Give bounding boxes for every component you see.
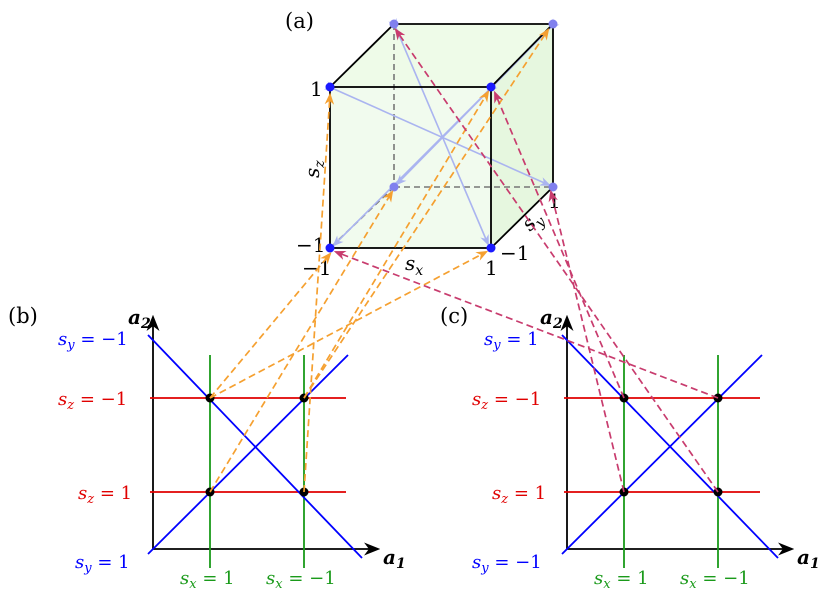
axis-label-sz: sz xyxy=(300,160,328,178)
panel-c-axis-a1-label: a1 xyxy=(797,545,820,572)
panel-c-label: (c) xyxy=(440,304,468,328)
panel-b-sx-left-label: sx = 1 xyxy=(180,568,235,592)
tick-x-right: 1 xyxy=(485,256,498,280)
panel-b-sz-upper-label: sz = −1 xyxy=(58,389,127,413)
panel-a-cube: (a) 1 −1 −1 1 −1 1 sz sx sy xyxy=(285,9,561,280)
orange-arrow xyxy=(209,189,394,493)
orange-arrow xyxy=(303,89,490,399)
panel-c-sx-left-label: sx = 1 xyxy=(594,568,649,592)
panel-c: (c) a2 a1 sy = 1 sz = −1 sz = 1 sy = −1 … xyxy=(440,304,820,592)
panel-c-sx-right-label: sx = −1 xyxy=(680,568,750,592)
cube-vertex-front-top-left xyxy=(325,82,335,92)
crimson-arrow xyxy=(333,250,719,399)
cube-vertex-back-top-right xyxy=(548,19,558,29)
panel-a-label: (a) xyxy=(285,9,314,33)
cube-diagonal-4 xyxy=(332,81,498,247)
cube-vertex-front-top-right xyxy=(486,82,496,92)
panel-b-axis-a1-label: a1 xyxy=(383,545,406,572)
orange-arrow xyxy=(303,28,550,399)
tick-y-front: −1 xyxy=(500,241,529,265)
panel-b-sx-right-label: sx = −1 xyxy=(266,568,336,592)
svg-text:sz: sz xyxy=(300,160,328,178)
panel-c-sy-top-label: sy = 1 xyxy=(484,329,539,353)
cube-vertex-front-bottom-left xyxy=(325,243,335,253)
crimson-arrow xyxy=(548,189,625,493)
cube-vertex-front-bottom-right xyxy=(486,243,496,253)
cube-vertex-back-bottom-left xyxy=(389,182,399,192)
panel-c-sy-bottom-label: sy = −1 xyxy=(472,552,542,576)
panel-b-label: (b) xyxy=(8,304,38,328)
panel-c-sz-lower-label: sz = 1 xyxy=(492,483,546,507)
tick-z-top: 1 xyxy=(310,77,323,101)
panel-b-axis-a2-label: a2 xyxy=(128,305,151,332)
axis-label-sx: sx xyxy=(405,251,423,279)
crimson-arrow xyxy=(394,28,719,493)
panel-b-sy-bottom-label: sy = 1 xyxy=(75,552,130,576)
orange-arrow xyxy=(209,252,332,399)
orange-arrow xyxy=(209,250,489,399)
panel-b-sz-lower-label: sz = 1 xyxy=(78,483,132,507)
panel-c-sym1-line xyxy=(561,354,763,555)
cube-vertex-back-top-left xyxy=(389,19,399,29)
orange-mapping-arrows xyxy=(209,28,550,493)
panel-c-axis-a2-label: a2 xyxy=(540,305,563,332)
crimson-arrow xyxy=(494,90,625,399)
cube-vertex-back-bottom-right xyxy=(548,182,558,192)
panel-b: (b) a2 a1 sy = −1 sz = −1 sz = 1 sy = 1 … xyxy=(8,304,406,592)
panel-b-sy-top-label: sy = −1 xyxy=(58,329,128,353)
orange-arrow xyxy=(303,92,335,493)
panel-c-sz-upper-label: sz = −1 xyxy=(472,389,541,413)
panel-b-sy1-line xyxy=(147,354,349,555)
crimson-mapping-arrows xyxy=(333,28,719,493)
tick-x-left: −1 xyxy=(302,256,331,280)
